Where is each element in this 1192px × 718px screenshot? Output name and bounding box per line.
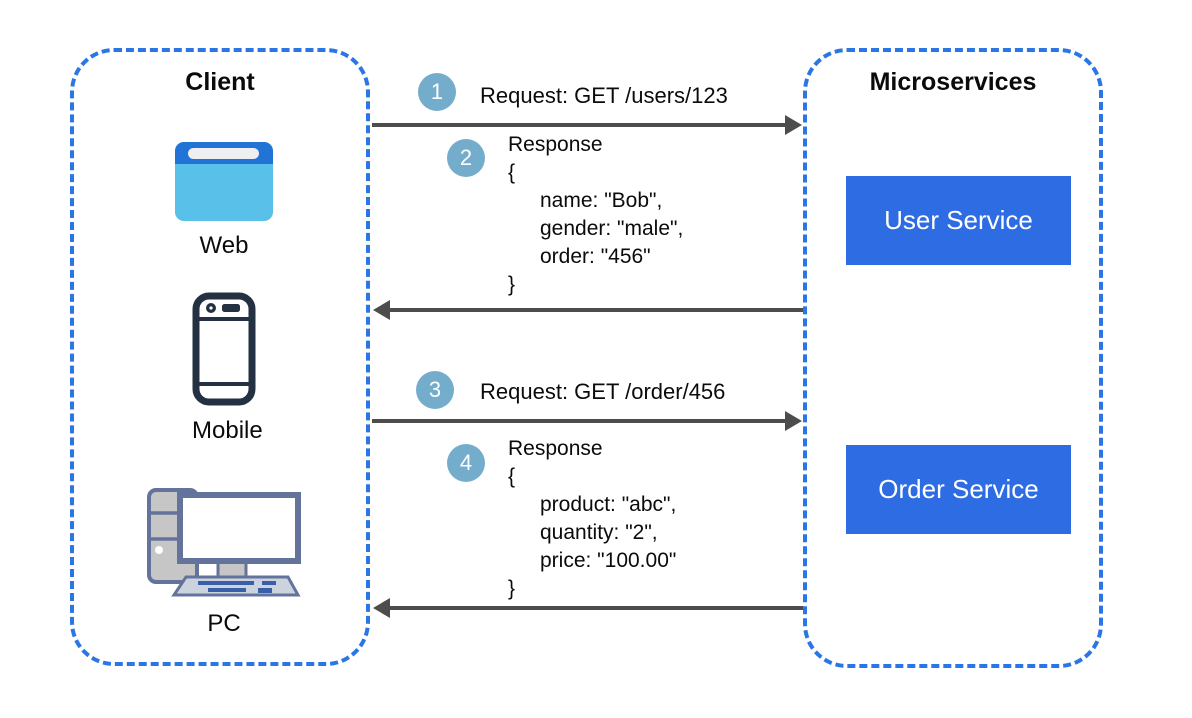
code-line: Response	[508, 437, 603, 460]
step-3-badge: 3	[416, 371, 454, 409]
desktop-computer-icon	[146, 488, 302, 603]
step-4-badge: 4	[447, 444, 485, 482]
order-service-box: Order Service	[846, 445, 1071, 534]
flow-3-arrow-right	[372, 411, 802, 431]
client-item-pc-label: PC	[207, 610, 241, 637]
code-line: {	[508, 161, 516, 184]
flow-4-arrow-left	[373, 598, 803, 618]
client-item-mobile: Mobile	[192, 292, 263, 445]
microservices-group-title: Microservices	[869, 68, 1037, 96]
code-line: order: "456"	[540, 245, 651, 268]
client-item-web-label: Web	[199, 232, 249, 259]
code-line: price: "100.00"	[540, 549, 677, 572]
flow-2-arrow-left	[373, 300, 803, 320]
code-line: product: "abc",	[540, 493, 677, 516]
flow-2-response-block: Response { name: "Bob", gender: "male", …	[508, 131, 683, 299]
code-line: name: "Bob",	[540, 189, 663, 212]
code-line: Response	[508, 133, 603, 156]
code-line: quantity: "2",	[540, 521, 658, 544]
code-line: {	[508, 465, 516, 488]
flow-1-arrow-right	[372, 115, 802, 135]
code-line: gender: "male",	[540, 217, 684, 240]
smartphone-icon	[192, 292, 256, 410]
flow-1-label: Request: GET /users/123	[480, 83, 728, 108]
client-item-web: Web	[175, 142, 273, 260]
client-group: Client Web	[70, 48, 370, 666]
code-line: }	[508, 273, 516, 296]
flow-4-response-block: Response { product: "abc", quantity: "2"…	[508, 435, 676, 603]
code-line: }	[508, 577, 516, 600]
step-2-badge: 2	[447, 139, 485, 177]
client-item-mobile-label: Mobile	[192, 417, 263, 444]
flow-3-label: Request: GET /order/456	[480, 379, 726, 404]
microservices-group: Microservices User Service Order Service	[803, 48, 1103, 668]
user-service-box: User Service	[846, 176, 1071, 265]
client-group-title: Client	[185, 68, 255, 96]
step-1-badge: 1	[418, 73, 456, 111]
browser-window-icon	[175, 142, 273, 225]
client-item-pc: PC	[146, 487, 302, 638]
